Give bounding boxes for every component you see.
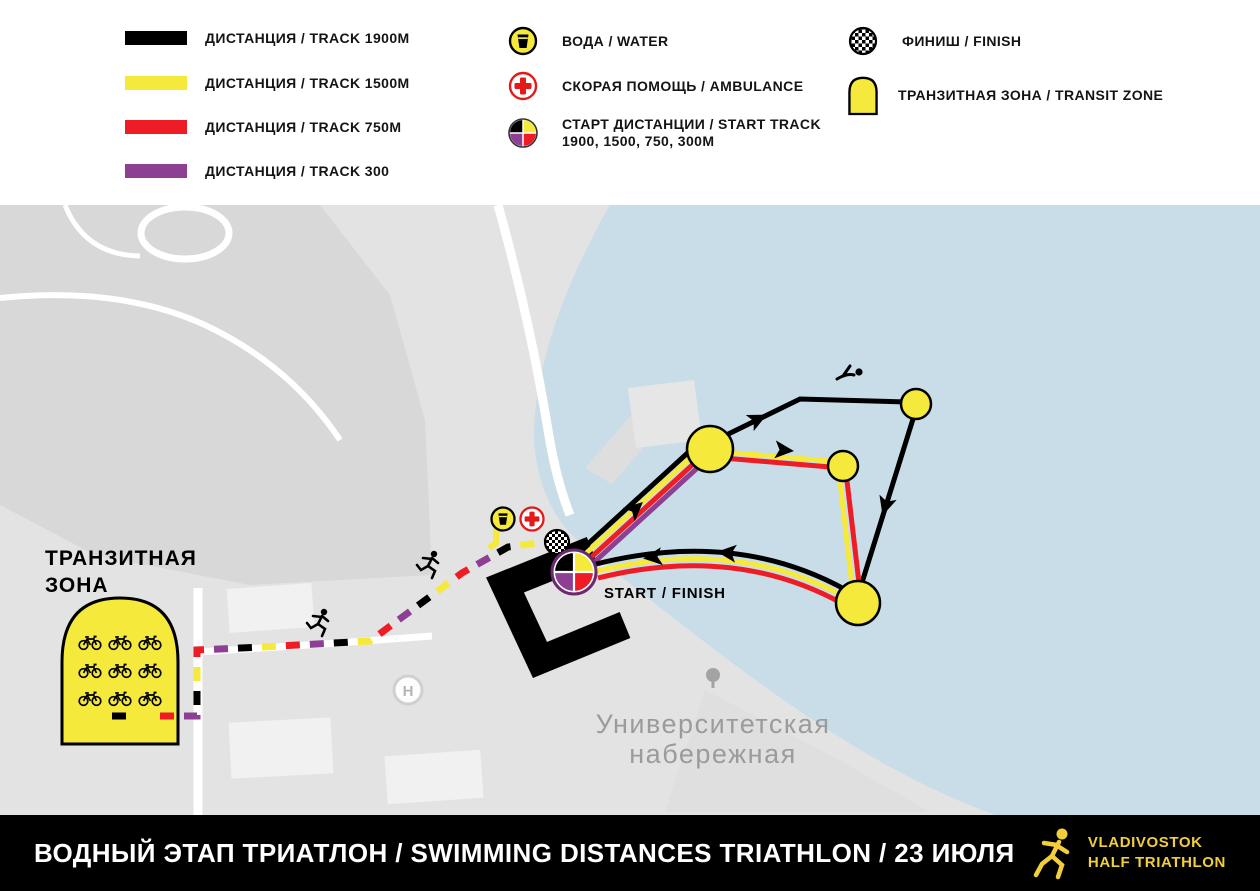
pier-head [628, 380, 702, 448]
logo-runner-icon [1033, 828, 1070, 880]
start-track-icon [508, 118, 546, 148]
ambulance-label: СКОРАЯ ПОМОЩЬ / AMBULANCE [562, 78, 804, 94]
footer-bar: ВОДНЫЙ ЭТАП ТРИАТЛОН / SWIMMING DISTANCE… [0, 815, 1260, 891]
start-track-label-line2: 1900, 1500, 750, 300М [562, 133, 715, 149]
start-track-label: СТАРТ ДИСТАНЦИИ / START TRACK 1900, 1500… [562, 116, 821, 150]
building [228, 717, 334, 779]
legend-ambulance-station: СКОРАЯ ПОМОЩЬ / AMBULANCE [508, 71, 803, 101]
legend-track-1500: ДИСТАНЦИЯ / TRACK 1500М [125, 75, 410, 91]
map-transit-zone-label-line1: ТРАНЗИТНАЯ [45, 547, 197, 570]
track-1500-label: ДИСТАНЦИЯ / TRACK 1500М [205, 75, 410, 91]
track-1900-swatch [125, 31, 187, 45]
track-750-line [584, 455, 703, 564]
return-line [597, 563, 845, 607]
legend-start-track: СТАРТ ДИСТАНЦИИ / START TRACK 1900, 1500… [508, 116, 821, 150]
map-ambulance-icon [519, 506, 545, 532]
buoy [834, 579, 882, 627]
start-track-label-line1: СТАРТ ДИСТАНЦИИ / START TRACK [562, 116, 821, 132]
coast-road [493, 205, 575, 517]
track-1500-line [837, 481, 855, 586]
water-icon [508, 26, 546, 56]
track-750-label: ДИСТАНЦИЯ / TRACK 750М [205, 119, 402, 135]
legend-water-station: ВОДА / WATER [508, 26, 669, 56]
track-1900-line [576, 446, 695, 555]
logo-text: VLADIVOSTOK HALF TRIATHLON [1088, 833, 1226, 873]
buoy [685, 424, 735, 474]
helipad-label: Н [403, 683, 414, 700]
ambulance-icon [508, 71, 546, 101]
footer-title: ВОДНЫЙ ЭТАП ТРИАТЛОН / SWIMMING DISTANCE… [34, 837, 1015, 868]
legend-track-300: ДИСТАНЦИЯ / TRACK 300 [125, 163, 389, 179]
map-svg: Н ТРАНЗИТНАЯ ЗОНА [0, 205, 1260, 815]
map-water-icon [490, 506, 516, 532]
building [226, 583, 315, 633]
logo-line1: VLADIVOSTOK [1087, 834, 1203, 851]
track-300-line [588, 459, 707, 568]
logo-line2: HALF TRIATHLON [1087, 854, 1226, 871]
track-750-swatch [125, 120, 187, 134]
legend-finish: ФИНИШ / FINISH [848, 26, 1021, 56]
map-start-icon [550, 548, 598, 596]
water-area [534, 205, 1260, 815]
buoy [899, 387, 933, 421]
map-transit-zone-label-line2: ЗОНА [45, 574, 109, 597]
track-1500-swatch [125, 76, 187, 90]
track-300-label: ДИСТАНЦИЯ / TRACK 300 [205, 163, 390, 179]
pier-structure [486, 537, 631, 679]
helipad-icon: Н [392, 674, 424, 706]
track-1900-line [710, 396, 909, 445]
legend-transit-zone: ТРАНЗИТНАЯ ЗОНА / TRANSIT ZONE [844, 70, 1163, 120]
buoys [685, 387, 933, 627]
legend-track-1900: ДИСТАНЦИЯ / TRACK 1900М [125, 30, 410, 46]
buoy [826, 449, 860, 483]
swimmer-icon [835, 364, 863, 381]
road [0, 292, 343, 442]
track-1900-label: ДИСТАНЦИЯ / TRACK 1900М [205, 30, 410, 46]
track-750-line [844, 480, 862, 584]
legend-track-750: ДИСТАНЦИЯ / TRACK 750М [125, 119, 401, 135]
road [137, 205, 233, 263]
finish-icon [848, 26, 886, 56]
tree-icon [706, 668, 720, 688]
street-label-line2: набережная [629, 739, 796, 769]
track-300-swatch [125, 164, 187, 178]
embankment [665, 690, 930, 812]
start-finish-label: START / FINISH [604, 585, 726, 602]
track-750-line [722, 455, 831, 470]
transit-zone-icon [844, 70, 882, 120]
land-route-dashed [112, 538, 546, 720]
street-label-line1: Университетская [596, 709, 831, 739]
return-line [596, 556, 847, 600]
finish-label: ФИНИШ / FINISH [902, 33, 1022, 49]
water-station-spur [487, 527, 499, 551]
water-label: ВОДА / WATER [562, 33, 669, 49]
transit-zone-label: ТРАНЗИТНАЯ ЗОНА / TRANSIT ZONE [898, 87, 1164, 103]
map-finish-icon [543, 528, 571, 556]
event-logo: VLADIVOSTOK HALF TRIATHLON [1028, 825, 1226, 881]
road [62, 205, 141, 259]
building [384, 749, 484, 805]
